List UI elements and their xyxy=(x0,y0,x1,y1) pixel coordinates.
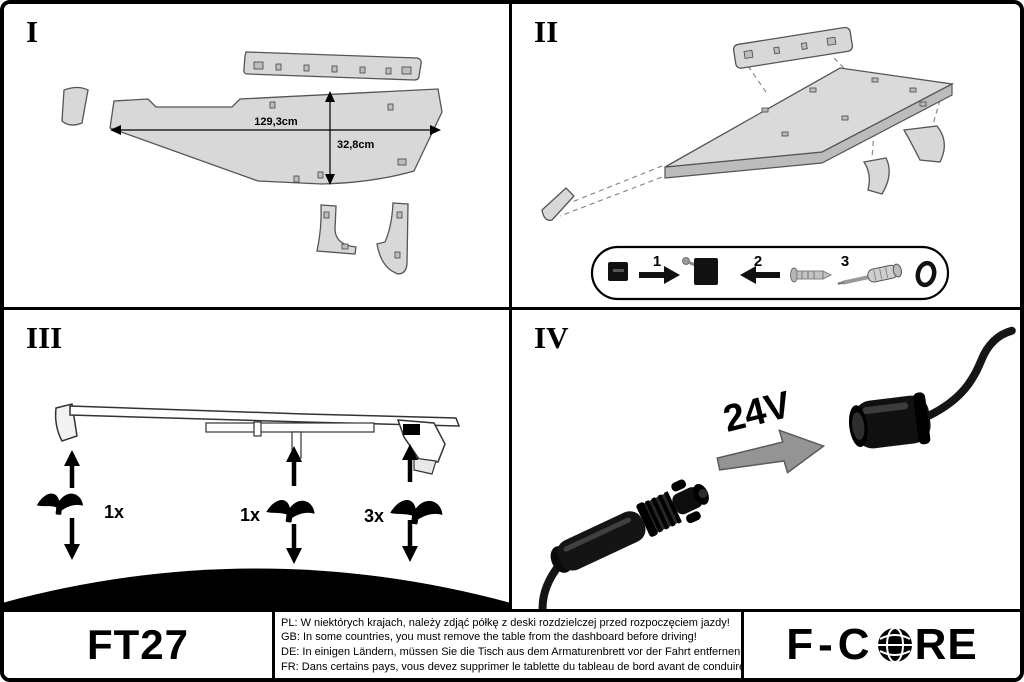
panel-1-numeral: I xyxy=(26,14,39,49)
panel-2-numeral: II xyxy=(534,14,559,49)
mounting-bar xyxy=(243,51,422,81)
dimension-width: 129,3cm xyxy=(110,116,441,135)
clip-screw-icon xyxy=(682,257,718,285)
arrow-right-icon xyxy=(639,266,680,284)
panel-3-illustration: 1x 1x 3x xyxy=(4,403,509,609)
clip-icon xyxy=(608,262,628,281)
dim-height-label: 32,8cm xyxy=(337,139,375,151)
screwdriver-icon xyxy=(837,263,903,285)
mounting-arrows xyxy=(64,444,418,564)
wing-bolt-icon-2 xyxy=(265,495,317,526)
bracket-exploded-right xyxy=(862,157,890,195)
panel-2-illustration: 1 2 3 xyxy=(541,26,955,301)
model-code: FT27 xyxy=(86,621,190,668)
count-label-2: 1x xyxy=(240,505,260,525)
table-side-view xyxy=(54,403,461,475)
dim-width-label: 129,3cm xyxy=(254,116,298,128)
socket-illustration xyxy=(848,326,1016,449)
globe-icon xyxy=(877,627,912,663)
panel-4-illustration: 24V xyxy=(538,326,1016,609)
warning-line-fr: FR: Dans certains pays, vous devez suppr… xyxy=(281,660,744,673)
panel-step-1: I xyxy=(4,4,512,310)
hardware-legend: 1 2 3 xyxy=(590,245,950,301)
lighter-plug-illustration xyxy=(538,479,709,609)
wing-bolt-icon-3 xyxy=(389,495,445,528)
brand-prefix: F-C xyxy=(786,620,875,669)
mounting-bar-exploded xyxy=(732,26,854,69)
step-3-label: 3 xyxy=(841,253,849,270)
panel-step-2: II xyxy=(512,4,1020,310)
dashboard-silhouette xyxy=(4,568,509,609)
wing-bolt-icon-1 xyxy=(36,490,85,518)
clip-side-view xyxy=(403,424,420,435)
warning-line-gb: GB: In some countries, you must remove t… xyxy=(281,631,697,644)
count-label-1: 1x xyxy=(104,502,124,522)
step-2-label: 2 xyxy=(754,253,762,270)
leg-piece xyxy=(902,125,945,163)
brand-logo: F-C RE xyxy=(744,612,1020,678)
dimension-height: 32,8cm xyxy=(325,91,375,185)
bracket-left xyxy=(316,204,357,255)
warning-text-block: PL: W niektórych krajach, należy zdjąć p… xyxy=(272,612,744,678)
direction-arrow xyxy=(716,429,826,474)
step-1-label: 1 xyxy=(653,253,661,270)
footer: FT27 PL: W niektórych krajach, należy zd… xyxy=(4,612,1020,678)
panel-1-illustration: 129,3cm 32,8cm xyxy=(61,51,443,275)
table-top-shape xyxy=(109,88,443,185)
corner-piece xyxy=(61,86,89,126)
brand-suffix: RE xyxy=(914,620,978,669)
panel-4-numeral: IV xyxy=(534,320,569,355)
warning-line-de: DE: In einigen Ländern, müssen Sie die T… xyxy=(281,646,744,658)
screw-icon xyxy=(790,267,833,283)
table-top-exploded xyxy=(664,67,955,179)
panel-3-numeral: III xyxy=(26,320,63,355)
bracket-right xyxy=(376,202,409,275)
panel-step-3: III xyxy=(4,310,512,612)
panel-step-4: IV 24V xyxy=(512,310,1020,612)
o-ring-icon xyxy=(915,260,937,288)
warning-line-pl: PL: W niektórych krajach, należy zdjąć p… xyxy=(281,616,730,629)
arrow-left-icon xyxy=(740,266,780,284)
count-label-3: 3x xyxy=(364,506,384,526)
bracket-exploded-left xyxy=(541,187,575,221)
